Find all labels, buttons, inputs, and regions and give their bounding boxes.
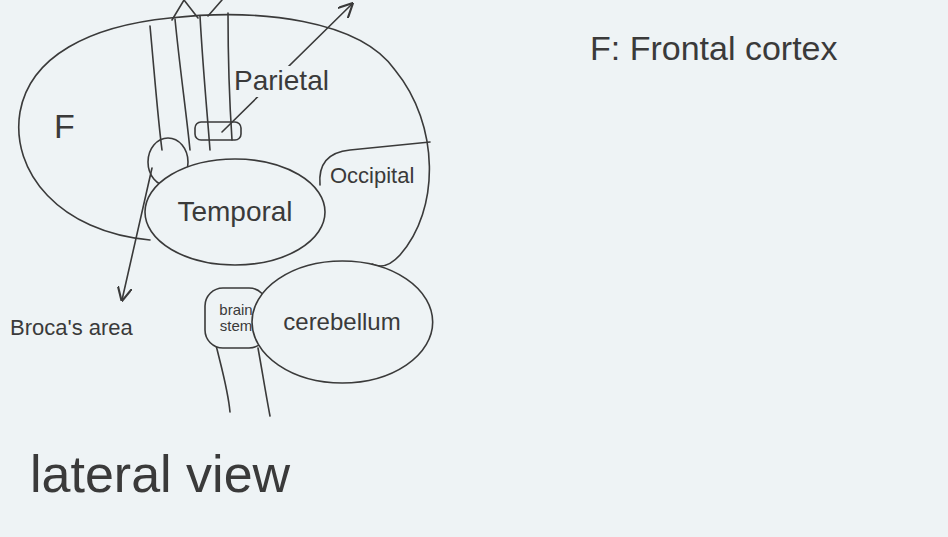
lobe-outline bbox=[252, 261, 433, 383]
node-text: cerebellum bbox=[283, 309, 400, 335]
callout-label: Broca's area bbox=[8, 316, 135, 340]
brain-outline bbox=[19, 15, 430, 266]
view-caption: lateral view bbox=[28, 446, 292, 503]
node-text: Temporal bbox=[177, 197, 292, 228]
legend-note: F: Frontal cortex bbox=[588, 30, 840, 67]
lobe-boundary bbox=[150, 26, 162, 150]
brain-stem-shaft bbox=[216, 345, 230, 412]
cerebellum: cerebellum bbox=[251, 260, 434, 384]
lobe-outline bbox=[145, 159, 325, 265]
lobe-boundary bbox=[175, 19, 190, 150]
pencil-stroke bbox=[208, 0, 222, 16]
temporal-lobe: Temporal bbox=[144, 158, 326, 266]
motor-strip-mark bbox=[195, 122, 241, 140]
pointer-arrow bbox=[222, 4, 352, 132]
broca-arrow bbox=[122, 168, 152, 300]
lobe-label: Parietal bbox=[232, 66, 331, 97]
lobe-label: Occipital bbox=[328, 164, 416, 188]
frontal-label: F bbox=[52, 108, 77, 145]
lobe-boundary bbox=[200, 16, 210, 150]
pencil-stroke bbox=[172, 0, 198, 20]
